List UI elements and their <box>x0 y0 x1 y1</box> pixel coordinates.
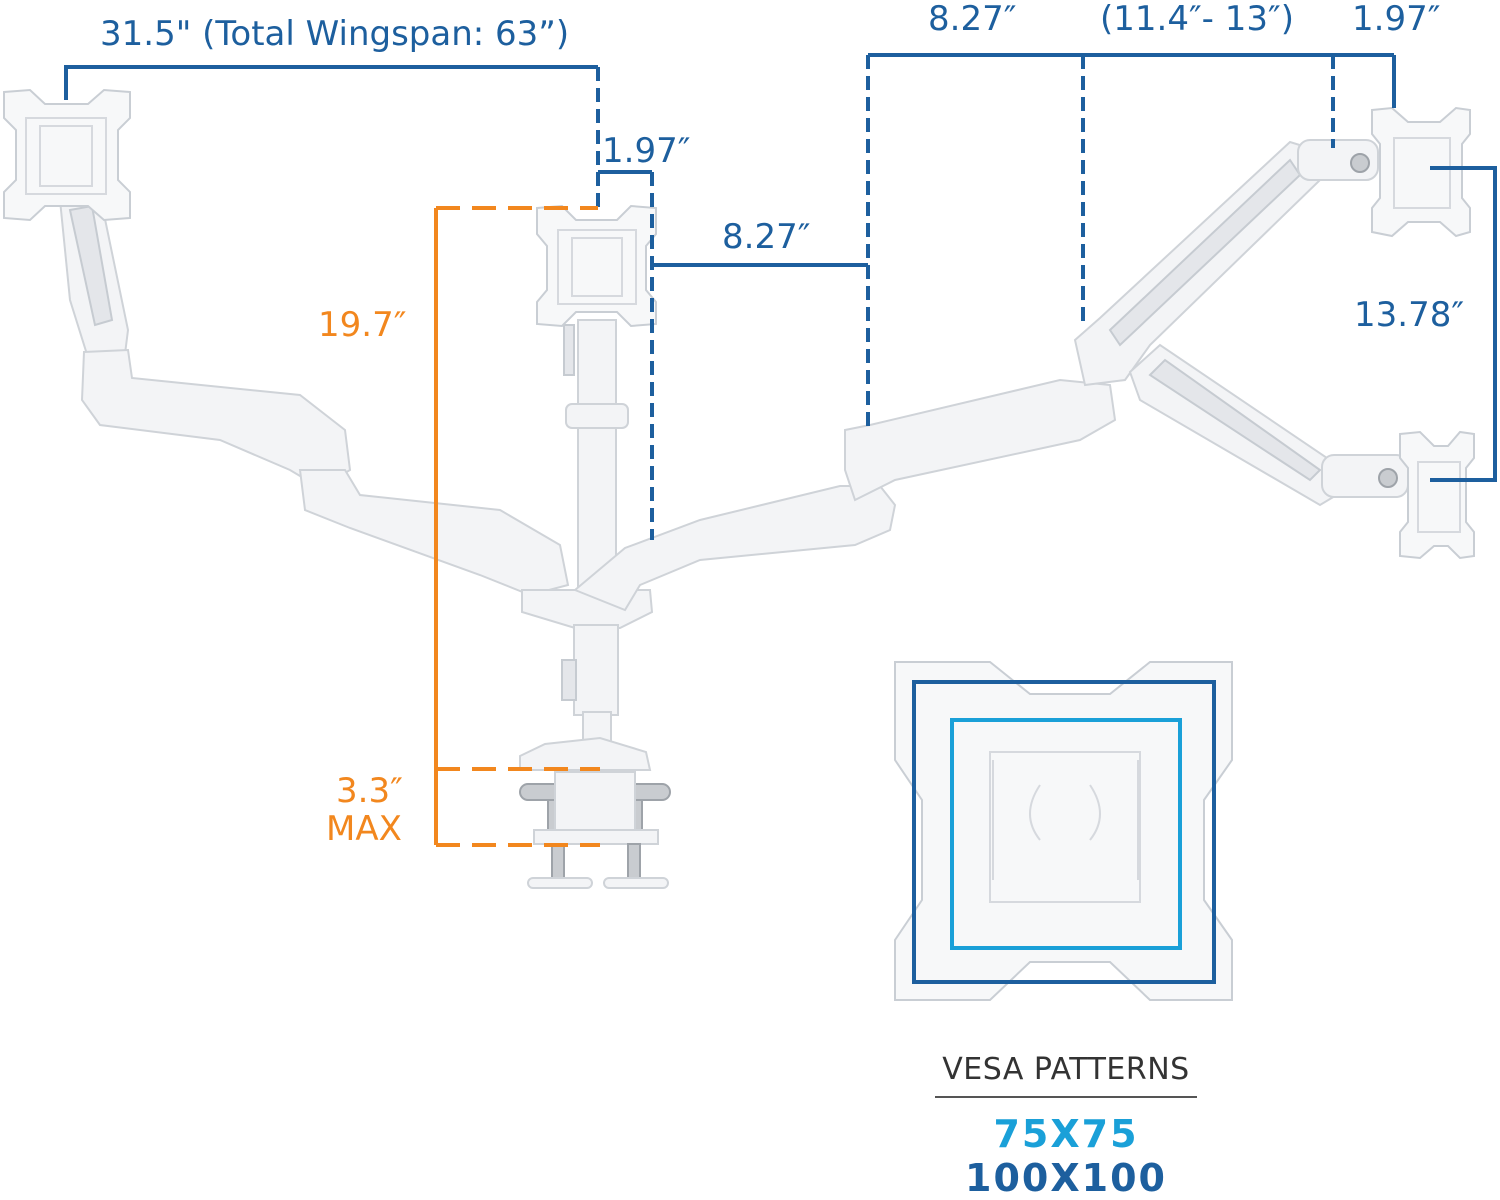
legend-divider <box>935 1096 1197 1098</box>
vesa-75-label: 75X75 <box>993 1112 1139 1156</box>
right-top-vesa-plate <box>1371 106 1471 238</box>
right-bottom-vesa-plate <box>1399 430 1475 560</box>
left-span-label: 31.5" (Total Wingspan: 63”) <box>100 14 569 54</box>
vesa-100-label: 100X100 <box>965 1156 1167 1200</box>
right-extension-label: (11.4″- 13″) <box>1100 0 1294 39</box>
center-vesa-plate <box>536 204 657 328</box>
orange-dimension-lines <box>434 206 600 847</box>
center-offset-label: 1.97″ <box>602 131 690 171</box>
center-arm-label: 8.27″ <box>722 217 810 257</box>
vesa-patterns-title: VESA PATTERNS <box>942 1052 1190 1087</box>
vesa-75-outline <box>950 718 1182 950</box>
right-offset-label: 1.97″ <box>1352 0 1440 39</box>
vesa-100-outline <box>912 680 1216 984</box>
clamp-max-label: MAX <box>326 809 402 849</box>
right-arm <box>573 139 1409 612</box>
vertical-separation-label: 13.78″ <box>1354 295 1464 335</box>
left-vesa-plate <box>3 88 131 222</box>
vesa-pattern-inset <box>894 661 1233 1001</box>
blue-dimension-lines <box>64 53 1497 540</box>
right-arm-label: 8.27″ <box>928 0 1016 39</box>
left-arm <box>58 193 570 597</box>
clamp-depth-label: 3.3″ <box>336 771 403 811</box>
pole-height-label: 19.7″ <box>318 305 406 345</box>
desk-clamp <box>519 771 671 889</box>
